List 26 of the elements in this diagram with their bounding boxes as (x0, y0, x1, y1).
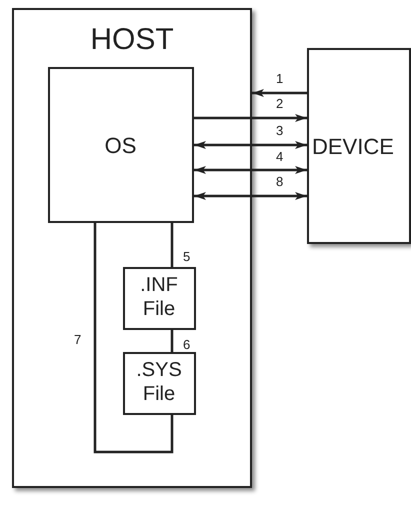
file-label: .INF File (139, 272, 179, 320)
device-box (307, 48, 411, 244)
connector-line (170, 330, 174, 352)
file-box (122, 352, 196, 414)
edge-label: 4 (275, 150, 284, 164)
file-box (122, 266, 196, 330)
connector-line (170, 223, 174, 267)
arrow (194, 166, 307, 174)
arrow (194, 192, 307, 200)
edge-label: 2 (275, 97, 284, 111)
os-box (48, 66, 194, 222)
os-label: OS (104, 132, 138, 159)
edge-label: 6 (182, 338, 192, 352)
arrow (194, 141, 307, 149)
edge-label: 3 (275, 124, 284, 138)
connector-line (94, 223, 174, 454)
arrow (252, 89, 307, 97)
file-label: .SYS File (135, 358, 183, 406)
host-panel (12, 8, 252, 488)
host-label: HOST (89, 22, 175, 58)
edge-label: 7 (73, 333, 82, 347)
device-label: DEVICE (311, 133, 395, 160)
edge-label: 8 (275, 175, 284, 189)
arrow (194, 114, 307, 122)
edge-label: 5 (182, 250, 192, 264)
edge-label: 1 (275, 72, 284, 86)
